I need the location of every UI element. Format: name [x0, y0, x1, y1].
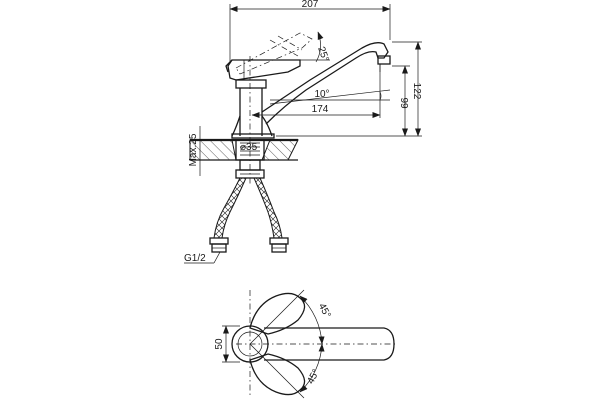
- handle-angle-dimension: 25°: [300, 31, 331, 63]
- side-view: 207 25°: [184, 0, 422, 264]
- thread-label: G1/2: [184, 253, 206, 264]
- base-dimension: 50: [214, 325, 240, 363]
- top-view: 50 45° 45°: [214, 289, 396, 399]
- reach-label: 174: [312, 104, 329, 115]
- threaded-stud: [235, 159, 265, 179]
- spout-height-label: 99: [398, 97, 409, 109]
- max-thickness-dimension: Max.25: [188, 126, 208, 176]
- faucet-body: [231, 79, 275, 139]
- body-diameter-label: ⌀35: [240, 142, 258, 153]
- spout-top: [264, 327, 395, 361]
- base-height-label: 50: [214, 338, 225, 350]
- handle-lever-raised: [235, 32, 313, 75]
- handle-angle-label: 25°: [315, 45, 331, 63]
- spout-angle-dimension: 10°: [269, 89, 391, 105]
- countertop-section: ⌀35: [189, 138, 299, 161]
- spout-angle-label: 10°: [314, 89, 329, 100]
- rotation-right-label: 45°: [305, 368, 322, 387]
- width-dimension: 207: [229, 0, 391, 62]
- height-dimensions: 99 122: [276, 41, 422, 137]
- total-height-label: 122: [411, 83, 422, 100]
- width-label: 207: [302, 0, 319, 10]
- body-inner-circle: [237, 331, 263, 357]
- thread-callout: G1/2: [184, 251, 221, 264]
- rotation-left-label: 45°: [316, 302, 333, 321]
- max-thickness-label: Max.25: [188, 133, 199, 166]
- body-top-circle: [231, 325, 269, 363]
- reach-dimension: 174: [251, 64, 381, 118]
- braided-hoses: [209, 177, 289, 253]
